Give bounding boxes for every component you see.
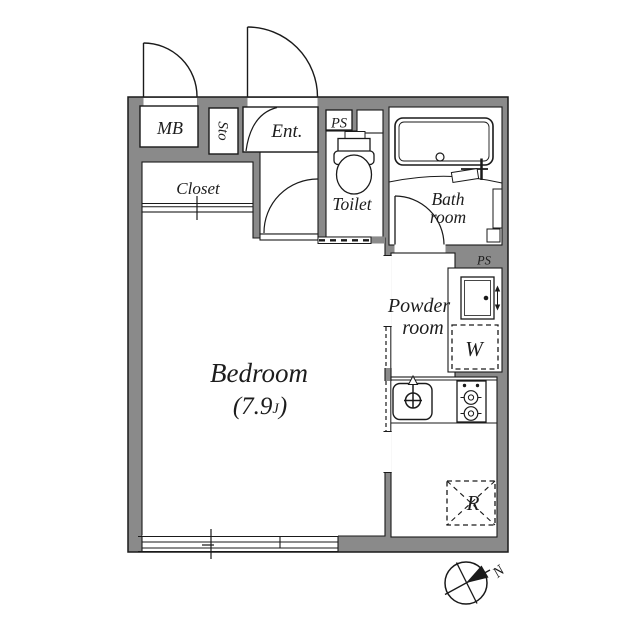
bath-floor-curve bbox=[388, 175, 503, 184]
bathtub-outer bbox=[394, 117, 494, 166]
refrigerator-space-box bbox=[446, 480, 496, 526]
label-washer-space: W bbox=[465, 337, 485, 361]
label-storage: Sto bbox=[215, 121, 231, 141]
label-mb: MB bbox=[156, 118, 183, 138]
powder-door-opening bbox=[383, 255, 392, 327]
burner-top-center bbox=[467, 394, 475, 401]
washer-space-box bbox=[451, 324, 499, 370]
bathtub-drain bbox=[435, 152, 445, 162]
label-bath-line2: room bbox=[430, 207, 466, 227]
compass-needle-icon bbox=[466, 565, 489, 583]
refrigerator-outline bbox=[446, 480, 496, 526]
kitchen-counter bbox=[391, 379, 497, 424]
toilet-bowl bbox=[335, 154, 373, 195]
label-closet: Closet bbox=[176, 179, 221, 198]
label-powder-line1: Powder bbox=[387, 295, 450, 317]
bedroom-window-band bbox=[142, 535, 338, 552]
burner-bottom-center bbox=[467, 410, 475, 417]
kitchen-door-opening bbox=[383, 431, 392, 473]
stove-knob-right bbox=[475, 383, 480, 388]
washbasin-unit bbox=[460, 276, 501, 320]
faucet-arrow-icon bbox=[407, 374, 419, 385]
washbasin-cabinet bbox=[460, 276, 495, 320]
wall-patch bbox=[371, 236, 385, 244]
washbasin-knob bbox=[483, 295, 489, 301]
storage-box bbox=[208, 107, 239, 155]
kitchen-stove bbox=[456, 380, 487, 423]
label-entrance: Ent. bbox=[270, 121, 302, 142]
window-tracks bbox=[138, 535, 338, 553]
exterior-door-swings bbox=[142, 26, 319, 98]
sliding-door-pocket-2 bbox=[383, 381, 392, 431]
arrow-up-icon bbox=[494, 285, 501, 292]
window-frames bbox=[141, 536, 339, 552]
label-toilet: Toilet bbox=[332, 194, 372, 214]
toilet-cistern-lid bbox=[344, 131, 366, 139]
window-marker bbox=[202, 529, 214, 559]
label-powder-line2: room bbox=[402, 317, 443, 339]
closet-sliding-door bbox=[142, 196, 253, 220]
label-ps-lower: PS bbox=[476, 254, 492, 268]
compass: N bbox=[444, 561, 509, 605]
compass-north-label: N bbox=[489, 562, 508, 582]
bathtub-inner bbox=[398, 121, 490, 162]
label-ps-upper: PS bbox=[330, 116, 348, 132]
ps-upper-box bbox=[325, 109, 353, 131]
entrance-door-arc bbox=[247, 26, 319, 98]
entrance-floor bbox=[242, 106, 319, 153]
kitchen-opening-caps bbox=[383, 431, 392, 473]
bath-door-arc bbox=[394, 195, 445, 245]
powder-room-floor bbox=[390, 252, 456, 381]
bathroom-door-opening bbox=[394, 244, 446, 254]
toilet-fixture bbox=[333, 131, 375, 195]
mb-door-arc bbox=[143, 42, 198, 97]
entrance-door-opening bbox=[247, 98, 318, 107]
bath-details bbox=[388, 158, 503, 243]
label-bedroom-area: (7.9J) bbox=[233, 393, 287, 420]
bedroom-wall-openings bbox=[383, 255, 392, 473]
label-bath-line1: Bath bbox=[431, 189, 464, 209]
interior-door-swings bbox=[245, 106, 445, 245]
arrow-down-icon bbox=[494, 304, 501, 311]
mb-door-opening bbox=[143, 98, 197, 107]
bathtub bbox=[394, 117, 494, 166]
washbasin-cabinet-inner bbox=[464, 280, 491, 316]
hall-floor bbox=[259, 151, 319, 235]
bedroom-window bbox=[138, 529, 339, 559]
hall-door-arc bbox=[263, 178, 318, 234]
bedroom-area-unit: J bbox=[272, 401, 279, 417]
bedroom-area-close: ) bbox=[277, 393, 287, 420]
compass-axis-2 bbox=[455, 562, 478, 604]
toilet-threshold bbox=[317, 236, 372, 244]
label-refrigerator-space: R bbox=[466, 491, 480, 515]
bath-counter bbox=[450, 167, 480, 184]
toilet-alcove bbox=[356, 109, 384, 134]
bath-corner-unit bbox=[486, 228, 501, 243]
stove-knob-left bbox=[462, 383, 467, 388]
kitchen-sink bbox=[392, 374, 433, 421]
label-bedroom: Bedroom bbox=[210, 358, 308, 388]
sliding-door-pocket-1 bbox=[383, 327, 392, 368]
stove-body bbox=[456, 380, 487, 423]
room-labels: MB Sto Ent. PS Toilet Bath room Closet B… bbox=[156, 116, 492, 516]
bedroom-area-open: (7.9 bbox=[233, 393, 273, 420]
entrance-inner-arc bbox=[245, 106, 278, 152]
bath-wall-niche bbox=[492, 188, 503, 229]
mb-box bbox=[139, 105, 199, 148]
hall-threshold bbox=[259, 233, 319, 241]
refrigerator-diagonals bbox=[446, 480, 496, 526]
powder-opening-caps bbox=[383, 255, 392, 327]
